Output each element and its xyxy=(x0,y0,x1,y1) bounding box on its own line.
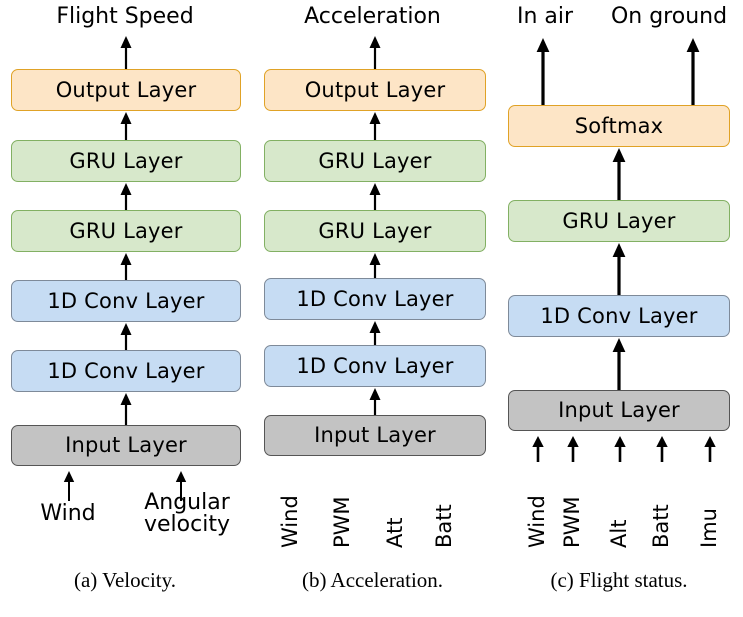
input-label-alt-c: Alt xyxy=(607,519,631,548)
input-label-batt-b: Batt xyxy=(432,504,456,548)
input-label-pwm-c: PWM xyxy=(560,496,584,548)
block-1d-conv-layer-c[interactable]: 1D Conv Layer xyxy=(508,295,730,337)
input-label-wind-c: Wind xyxy=(525,495,549,548)
input-label-angular-a: Angular velocity xyxy=(128,490,246,538)
arrow-conv2-to-gru2-b xyxy=(368,253,382,279)
arrow-gru1-to-output-b xyxy=(368,112,382,140)
output-label-in-air: In air xyxy=(516,4,574,29)
arrow-wind-to-input-a xyxy=(62,471,76,501)
block-gru-layer-b-2[interactable]: GRU Layer xyxy=(264,140,486,182)
arrow-gru2-to-gru1-a xyxy=(119,183,133,210)
arrow-alt-to-input-c xyxy=(613,436,627,462)
arrow-conv-to-gru-c xyxy=(611,243,627,297)
block-input-layer-b[interactable]: Input Layer xyxy=(264,415,486,456)
subfigure-acceleration: Acceleration Output Layer GRU Layer GRU … xyxy=(250,0,495,617)
block-gru-layer-b-1[interactable]: GRU Layer xyxy=(264,210,486,252)
arrow-wind-to-input-c xyxy=(531,436,545,462)
arrow-output-to-acceleration xyxy=(368,36,382,70)
arrow-imu-to-input-c xyxy=(703,436,717,462)
block-gru-layer-c[interactable]: GRU Layer xyxy=(508,200,730,242)
arrow-softmax-to-in-air xyxy=(535,38,551,106)
block-1d-conv-layer-a-2[interactable]: 1D Conv Layer xyxy=(11,280,241,322)
arrow-pwm-to-input-c xyxy=(566,436,580,462)
block-1d-conv-layer-b-2[interactable]: 1D Conv Layer xyxy=(264,278,486,320)
input-label-angular-line1: Angular xyxy=(144,490,230,515)
input-label-att-b: Att xyxy=(383,517,407,548)
arrow-gru2-to-gru1-b xyxy=(368,183,382,210)
subfigure-flight-status: In air On ground Softmax GRU Layer xyxy=(495,0,743,617)
arrow-input-to-conv1-a xyxy=(119,393,133,425)
arrow-conv1-to-conv2-b xyxy=(368,321,382,346)
block-gru-layer-a-2[interactable]: GRU Layer xyxy=(11,140,241,182)
input-label-wind-b: Wind xyxy=(278,495,302,548)
block-output-layer-b[interactable]: Output Layer xyxy=(264,69,486,111)
arrow-conv1-to-conv2-a xyxy=(119,323,133,350)
caption-c: (c) Flight status. xyxy=(550,568,688,592)
subfigure-velocity: Flight Speed Output Layer GRU Layer GRU … xyxy=(0,0,250,617)
block-gru-layer-a-1[interactable]: GRU Layer xyxy=(11,210,241,252)
arrow-gru1-to-output-a xyxy=(119,112,133,140)
block-input-layer-a[interactable]: Input Layer xyxy=(11,425,241,466)
arrow-input-to-conv-c xyxy=(611,338,627,392)
block-1d-conv-layer-a-1[interactable]: 1D Conv Layer xyxy=(11,350,241,392)
arrow-softmax-to-on-ground xyxy=(685,38,701,106)
input-label-wind-a: Wind xyxy=(40,501,96,526)
arrow-conv2-to-gru2-a xyxy=(119,253,133,280)
input-label-angular-line2: velocity xyxy=(144,512,230,538)
block-input-layer-c[interactable]: Input Layer xyxy=(508,390,730,431)
output-label-flight-speed: Flight Speed xyxy=(56,4,194,29)
caption-b: (b) Acceleration. xyxy=(301,568,444,592)
output-label-acceleration: Acceleration xyxy=(304,4,441,29)
arrow-gru-to-softmax-c xyxy=(611,148,627,201)
block-output-layer-a[interactable]: Output Layer xyxy=(11,69,241,111)
arrow-batt-to-input-c xyxy=(655,436,669,462)
arrow-input-to-conv1-b xyxy=(368,388,382,416)
block-1d-conv-layer-b-1[interactable]: 1D Conv Layer xyxy=(264,345,486,387)
input-label-pwm-b: PWM xyxy=(330,496,354,548)
input-label-batt-c: Batt xyxy=(649,504,673,548)
input-label-imu-c: Imu xyxy=(697,508,721,548)
block-softmax-c[interactable]: Softmax xyxy=(508,105,730,147)
caption-a: (a) Velocity. xyxy=(73,568,177,592)
output-label-on-ground: On ground xyxy=(610,4,728,29)
arrow-output-to-flight-speed xyxy=(119,36,133,70)
arrow-angular-velocity-to-input-a xyxy=(174,471,188,501)
